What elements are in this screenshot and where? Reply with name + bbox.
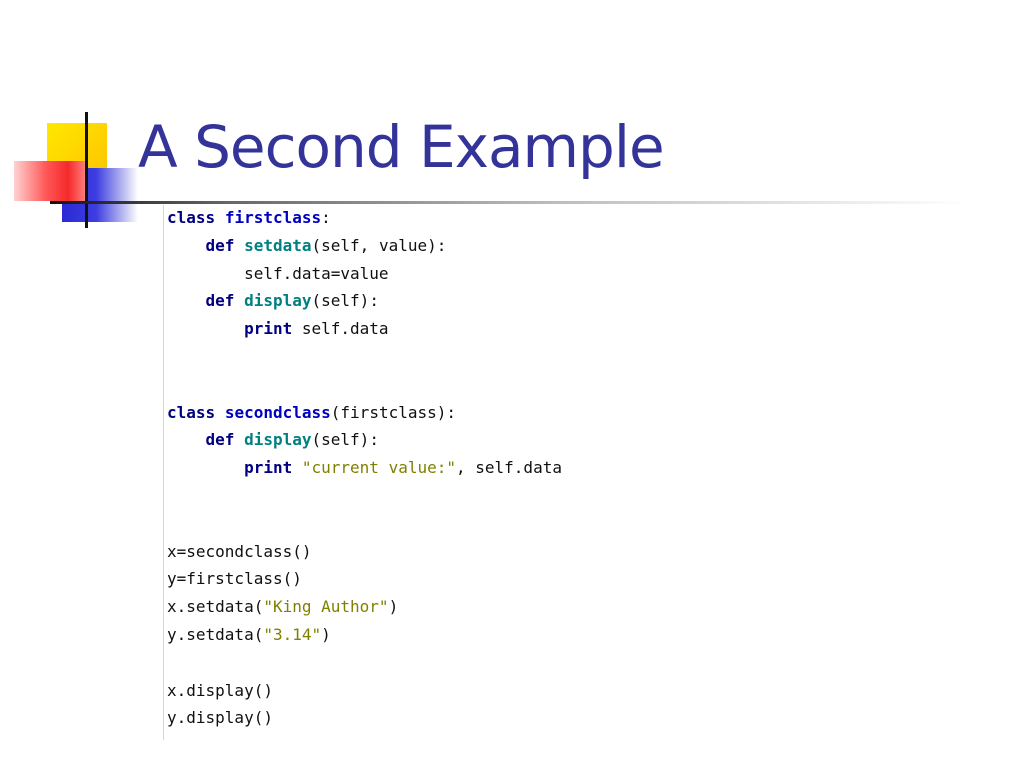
code-text-token: :: [321, 208, 331, 227]
code-text-token: x.display(): [167, 680, 273, 700]
code-text-token: [234, 430, 244, 449]
code-text-token: x.setdata(: [167, 597, 264, 617]
code-line: def display(self):: [167, 291, 379, 311]
code-text-token: (self):: [311, 291, 379, 311]
keyword-token: def: [205, 430, 235, 450]
code-text-token: [292, 458, 302, 477]
code-line: def display(self):: [167, 430, 379, 450]
code-indent: [167, 236, 206, 255]
code-text-token: [215, 208, 225, 227]
string-token: "3.14": [263, 625, 322, 644]
code-text-token: (firstclass):: [330, 402, 457, 422]
string-token: "current value:": [301, 458, 456, 478]
keyword-token: def: [205, 235, 235, 255]
keyword-token: print: [244, 458, 293, 478]
code-line: y.display(): [167, 708, 273, 728]
code-text-token: [215, 403, 225, 422]
code-listing: class firstclass: def setdata(self, valu…: [163, 205, 764, 740]
code-indent: [167, 458, 244, 477]
code-text-token: ): [321, 625, 331, 644]
code-text-token: [234, 291, 244, 310]
keyword-token: print: [244, 319, 293, 339]
code-indent: [167, 430, 206, 449]
function-name-token: setdata: [244, 235, 312, 255]
code-line: x=secondclass(): [167, 542, 312, 562]
code-line: class firstclass:: [167, 208, 331, 228]
code-indent: [167, 319, 244, 338]
code-text-token: self.data=value: [244, 263, 389, 283]
code-text-token: (self, value):: [311, 235, 447, 255]
code-text-token: [234, 236, 244, 255]
code-line: y=firstclass(): [167, 569, 302, 589]
code-line: def setdata(self, value):: [167, 235, 447, 256]
keyword-token: class: [167, 208, 216, 227]
code-text-token: y=firstclass(): [167, 569, 302, 589]
code-line: print self.data: [167, 319, 389, 339]
code-indent: [167, 291, 206, 310]
decorative-vertical-line: [85, 112, 88, 228]
code-indent: [167, 264, 244, 283]
code-text-token: x=secondclass(): [167, 541, 312, 561]
code-text-token: ): [388, 597, 399, 617]
code-line: class secondclass(firstclass):: [167, 403, 456, 423]
decorative-red-bar: [14, 161, 86, 201]
code-text-token: self.data: [292, 319, 389, 339]
keyword-token: def: [205, 291, 235, 311]
slide-title: A Second Example: [138, 113, 665, 181]
function-name-token: display: [244, 430, 312, 450]
code-line: y.setdata("3.14"): [167, 625, 331, 645]
title-underline-divider: [50, 201, 970, 204]
class-name-token: secondclass: [224, 402, 331, 422]
string-token: "King Author": [263, 597, 389, 617]
code-line: self.data=value: [167, 264, 389, 284]
class-name-token: firstclass: [224, 208, 322, 227]
code-line: print "current value:", self.data: [167, 458, 562, 478]
keyword-token: class: [167, 402, 216, 422]
code-line: x.setdata("King Author"): [167, 597, 398, 617]
code-text-token: , self.data: [456, 458, 562, 478]
code-text-token: (self):: [311, 430, 379, 450]
code-text-token: y.setdata(: [167, 625, 264, 644]
function-name-token: display: [244, 291, 312, 311]
code-text-token: y.display(): [167, 708, 273, 728]
code-line: x.display(): [167, 681, 273, 701]
